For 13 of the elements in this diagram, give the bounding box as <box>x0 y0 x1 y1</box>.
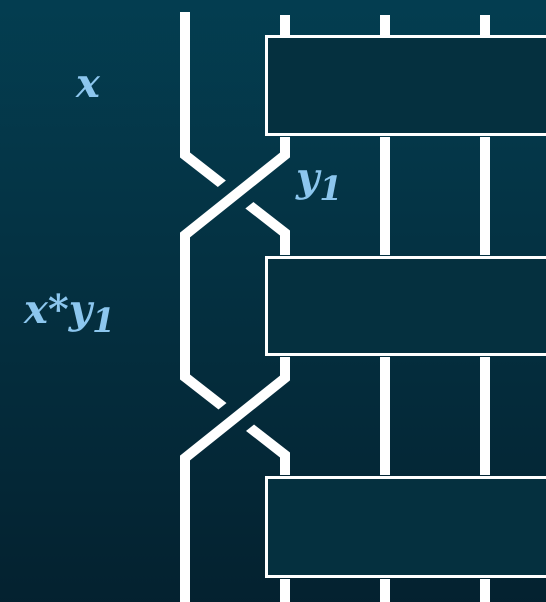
braid-box <box>265 35 546 136</box>
braid-strand <box>180 12 290 255</box>
braid-strand <box>380 137 390 255</box>
braid-box <box>265 476 546 578</box>
braid-box <box>265 256 546 356</box>
math-label: y$_{1}$ <box>296 158 342 206</box>
braid-strand <box>180 137 290 475</box>
math-label: x*y$_{1}$ <box>24 290 116 338</box>
braid-strand <box>480 137 490 255</box>
braid-strand <box>380 357 390 475</box>
braid-strand <box>180 357 290 602</box>
braid-strand <box>480 357 490 475</box>
math-label: x <box>76 64 100 104</box>
